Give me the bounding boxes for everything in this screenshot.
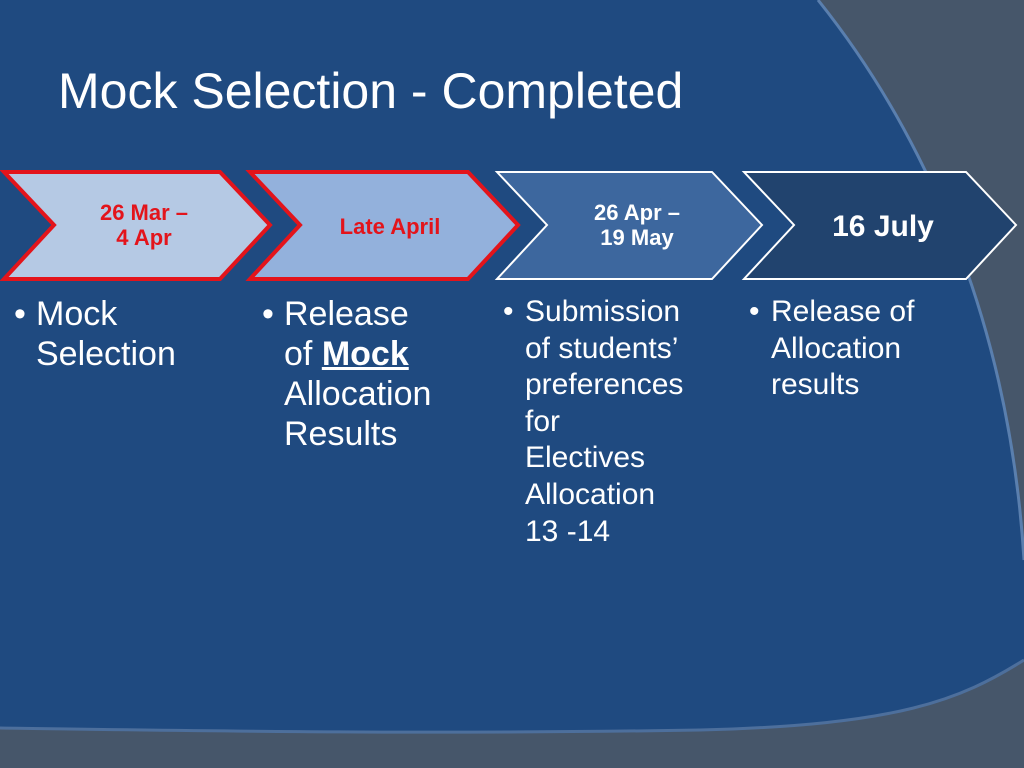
step-1-bullets: Mock Selection [12,294,232,374]
list-item: Release of Allocation results [747,294,1017,404]
step-4-date: 16 July [832,210,934,243]
mock-emphasis: Mock [321,335,409,374]
page-title: Mock Selection - Completed [58,63,684,119]
chevron-step-3 [494,171,764,280]
list-item: Release of Mock Allocation Results [260,294,480,454]
timeline-chevrons [0,170,1018,281]
step-3-date: 26 Apr – 19 May [593,200,680,251]
step-4-bullets: Release of Allocation results [747,294,1017,404]
step-2-date: Late April [339,214,441,239]
step-2-bullets: Release of Mock Allocation Results [260,294,480,454]
list-item: Mock Selection [12,294,232,374]
chevron-step-2 [245,170,521,281]
step-1-date: 26 Mar – 4 Apr [99,200,189,251]
chevron-step-1 [0,170,273,281]
step-3-bullets: Submission of students’ preferences for … [501,294,731,550]
list-item: Submission of students’ preferences for … [501,294,731,550]
chevron-step-4 [741,171,1018,280]
panel-bottom-highlight [0,658,1024,734]
